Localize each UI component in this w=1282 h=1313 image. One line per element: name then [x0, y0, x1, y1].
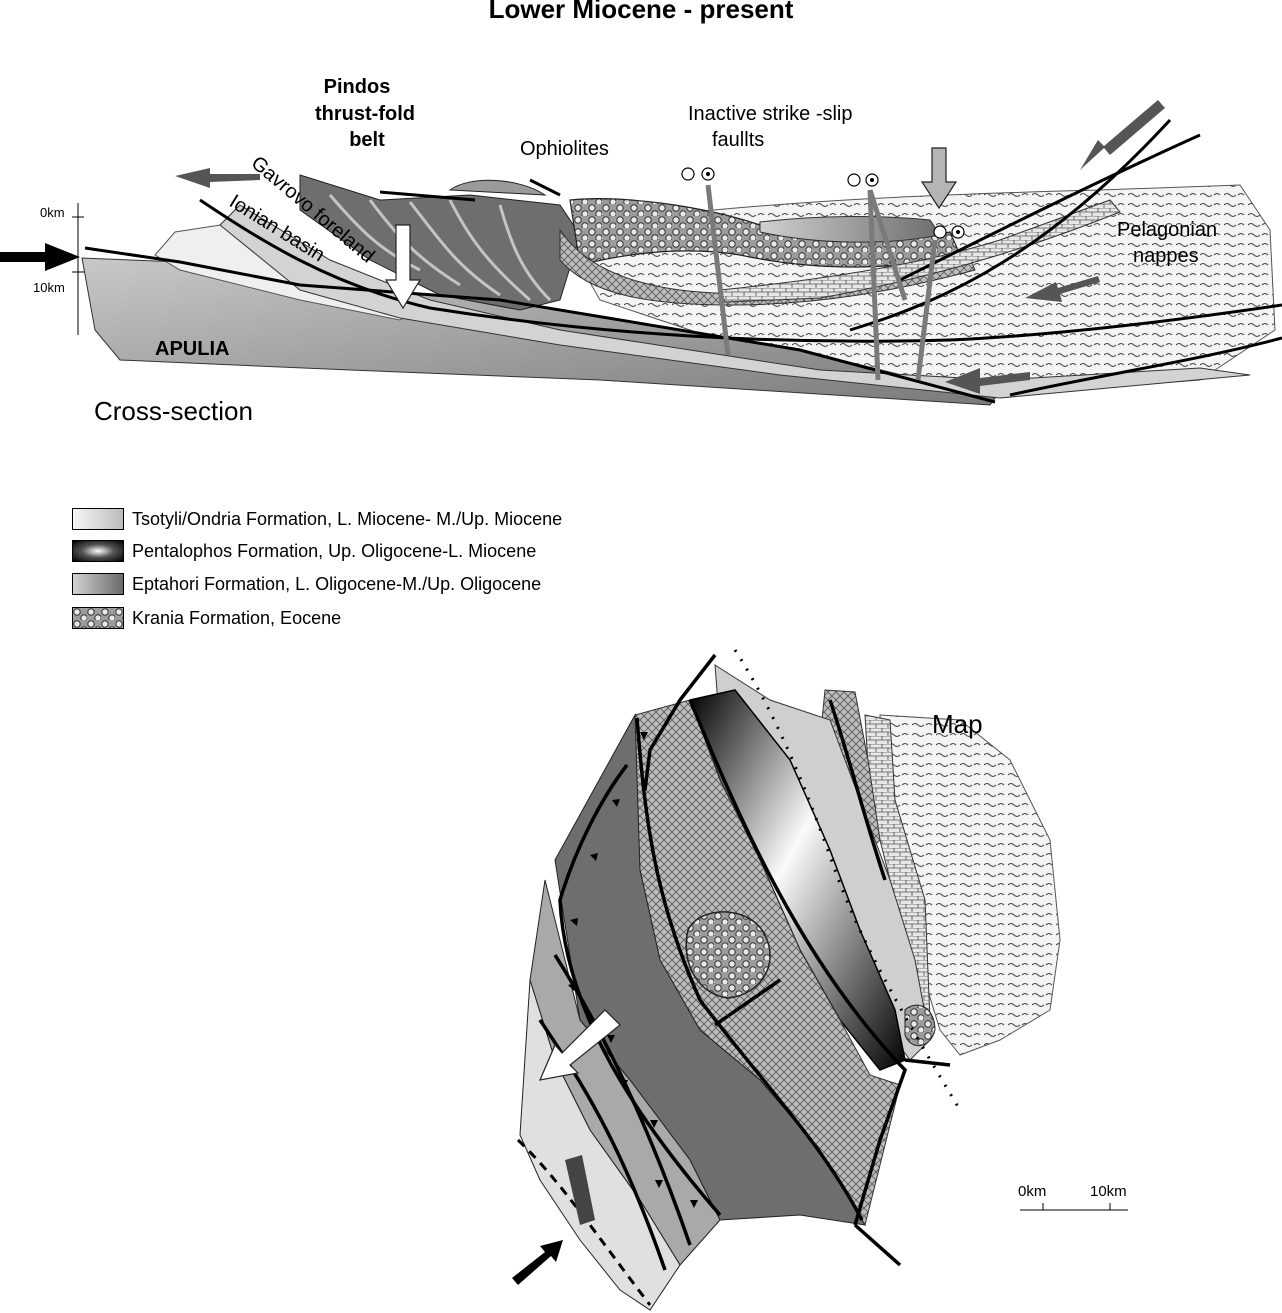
map-krania: [685, 911, 771, 999]
map-labels: Map 0km 10km: [932, 709, 1127, 1200]
legend-label-eptahori: Eptahori Formation, L. Oligocene-M./Up. …: [132, 573, 542, 594]
pelagonian-shear-arrow-low: [945, 368, 1030, 394]
pindos-label-2: thrust-fold: [315, 103, 415, 125]
limestone-band: [719, 199, 1121, 303]
depth-scale: [72, 203, 84, 335]
legend-item-tsotyli: Tsotyli/Ondria Formation, L. Miocene- M.…: [72, 507, 562, 531]
pindos-thrust-lines: [328, 194, 552, 302]
legend-item-krania: Krania Formation, Eocene: [72, 606, 341, 630]
subsidence-arrow-white: [384, 224, 422, 310]
strike-slip-label-1: Inactive strike -slip: [688, 103, 853, 125]
pelagonian-label-2: nappes: [1133, 245, 1199, 267]
legend-swatch-krania: [72, 607, 124, 629]
cross-section-caption: Cross-section: [94, 396, 253, 426]
legend-label-krania: Krania Formation, Eocene: [132, 607, 342, 628]
map-shear-arrow: [565, 1155, 595, 1225]
legend-swatch-tsotyli: [72, 508, 124, 530]
legend-item-eptahori: Eptahori Formation, L. Oligocene-M./Up. …: [72, 572, 541, 596]
legend-label-pentalophos: Pentalophos Formation, Up. Oligocene-L. …: [132, 540, 537, 561]
subsidence-arrow-grey: [920, 147, 958, 210]
map-caption: Map: [932, 709, 983, 739]
pelagonian-label-1: Pelagonian: [1117, 219, 1217, 241]
map-arrow-white: [539, 1009, 621, 1081]
gavrovo-unit: [219, 204, 1251, 399]
fault-symbols: [681, 167, 965, 239]
map-arrow-black: [512, 1240, 563, 1285]
strike-slip-label-2: faullts: [712, 129, 764, 151]
map-dotted-fault: [733, 649, 962, 1111]
map-scale-start: 0km: [1018, 1183, 1046, 1200]
map-scale-bar: [1020, 1203, 1128, 1211]
pindos-label-3: belt: [349, 129, 385, 151]
strike-slip-faults: [705, 184, 938, 381]
compression-arrow: [0, 243, 80, 271]
thrust-teeth: [568, 732, 698, 1208]
geologic-map: [512, 649, 1128, 1311]
depth-scale-bottom: 10km: [33, 280, 65, 295]
legend-swatch-pentalophos: [72, 540, 124, 562]
page-title: Lower Miocene - present: [488, 0, 794, 24]
map-scale-end: 10km: [1090, 1183, 1127, 1200]
gavrovo-shear-arrow: [175, 168, 260, 188]
legend-label-tsotyli: Tsotyli/Ondria Formation, L. Miocene- M.…: [132, 508, 563, 529]
fault-symbol-dots: [706, 172, 960, 234]
map-krania-small: [904, 1004, 936, 1047]
legend-item-pentalophos: Pentalophos Formation, Up. Oligocene-L. …: [72, 539, 536, 563]
apulia-label: APULIA: [155, 338, 229, 360]
map-faults: [538, 653, 951, 1271]
pindos-label-1: Pindos: [324, 76, 391, 98]
ophiolite-body: [448, 179, 547, 196]
depth-scale-top: 0km: [40, 205, 65, 220]
ophiolites-label: Ophiolites: [520, 138, 609, 160]
map-light-west: [519, 979, 681, 1311]
cross-section: [0, 100, 1282, 406]
pelagonian-shear-arrow-mid: [1025, 276, 1100, 302]
pelagonian-shear-arrow-top: [1080, 100, 1165, 170]
legend-swatch-eptahori: [72, 573, 124, 595]
